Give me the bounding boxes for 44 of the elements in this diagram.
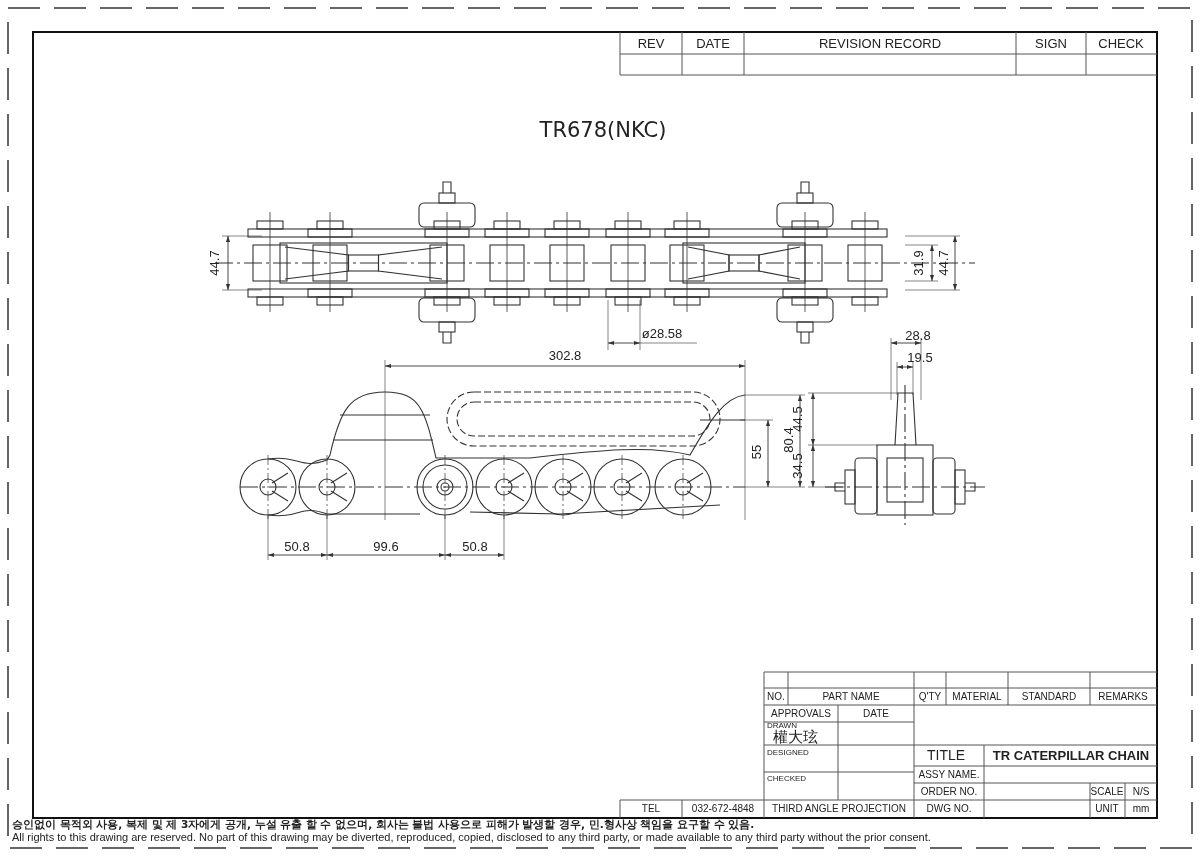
dimension-label: 34.5 <box>790 453 804 479</box>
field-label: UNIT <box>1095 804 1119 814</box>
dimension-label: 99.6 <box>373 539 399 553</box>
column-header: PART NAME <box>822 692 880 702</box>
field-label: SCALE <box>1090 787 1124 797</box>
column-header: REV <box>637 36 665 50</box>
field-label: TITLE <box>926 748 966 762</box>
column-header: DATE <box>863 709 889 719</box>
drawing-name: TR CATERPILLAR CHAIN <box>992 748 1150 762</box>
field-label: ASSY NAME. <box>918 770 980 780</box>
dimension-label: 50.8 <box>284 539 310 553</box>
dimension-label: 19.5 <box>907 350 933 364</box>
dimension-label: 302.8 <box>548 348 582 362</box>
copyright-notice: 승인없이 목적외 사용, 복제 및 제 3자에게 공개, 누설 유출 할 수 없으며, 회사는 불법 사용으로 피해가 발생할 경우, 민.형사상 책임을 요구할 수 있음. <box>12 818 755 830</box>
field-label: THIRD ANGLE PROJECTION <box>772 804 906 814</box>
column-header: MATERIAL <box>952 692 1002 702</box>
dimension-label: ø28.58 <box>641 326 683 340</box>
scale-value: N/S <box>1132 787 1150 797</box>
column-header: CHECK <box>1098 36 1144 50</box>
dimension-label: 44.7 <box>936 250 950 276</box>
field-label: CHECKED <box>767 775 807 783</box>
unit-value: mm <box>1132 804 1150 814</box>
copyright-notice: All rights to this drawing are reserved. No part of this drawing may be diverted, reproduced, copied, disclosed to any third party, or made available to any third party without the prior consent. <box>12 831 931 843</box>
column-header: NO. <box>767 692 785 702</box>
signature-text: 權大玹 <box>772 729 818 745</box>
column-header: REVISION RECORD <box>818 36 942 50</box>
phone-number: 032-672-4848 <box>691 804 755 814</box>
dimension-label: 28.8 <box>905 328 931 342</box>
column-header: DATE <box>696 36 730 50</box>
column-header: SIGN <box>1035 36 1067 50</box>
dimension-label: 55 <box>749 444 763 460</box>
column-header: APPROVALS <box>771 709 831 719</box>
field-label: DWG NO. <box>926 804 972 814</box>
field-label: DESIGNED <box>767 749 809 757</box>
dimension-label: 31.9 <box>911 250 925 276</box>
column-header: STANDARD <box>1021 692 1077 702</box>
field-label: ORDER NO. <box>920 787 978 797</box>
dimension-label: 50.8 <box>462 539 488 553</box>
column-header: Q'TY <box>918 692 942 702</box>
field-label: DRAWN <box>767 722 797 730</box>
drawing-title: TR678(NKC) <box>539 119 667 141</box>
dimension-label: 44.7 <box>207 250 221 276</box>
field-label: TEL <box>641 804 661 814</box>
column-header: REMARKS <box>1098 692 1148 702</box>
